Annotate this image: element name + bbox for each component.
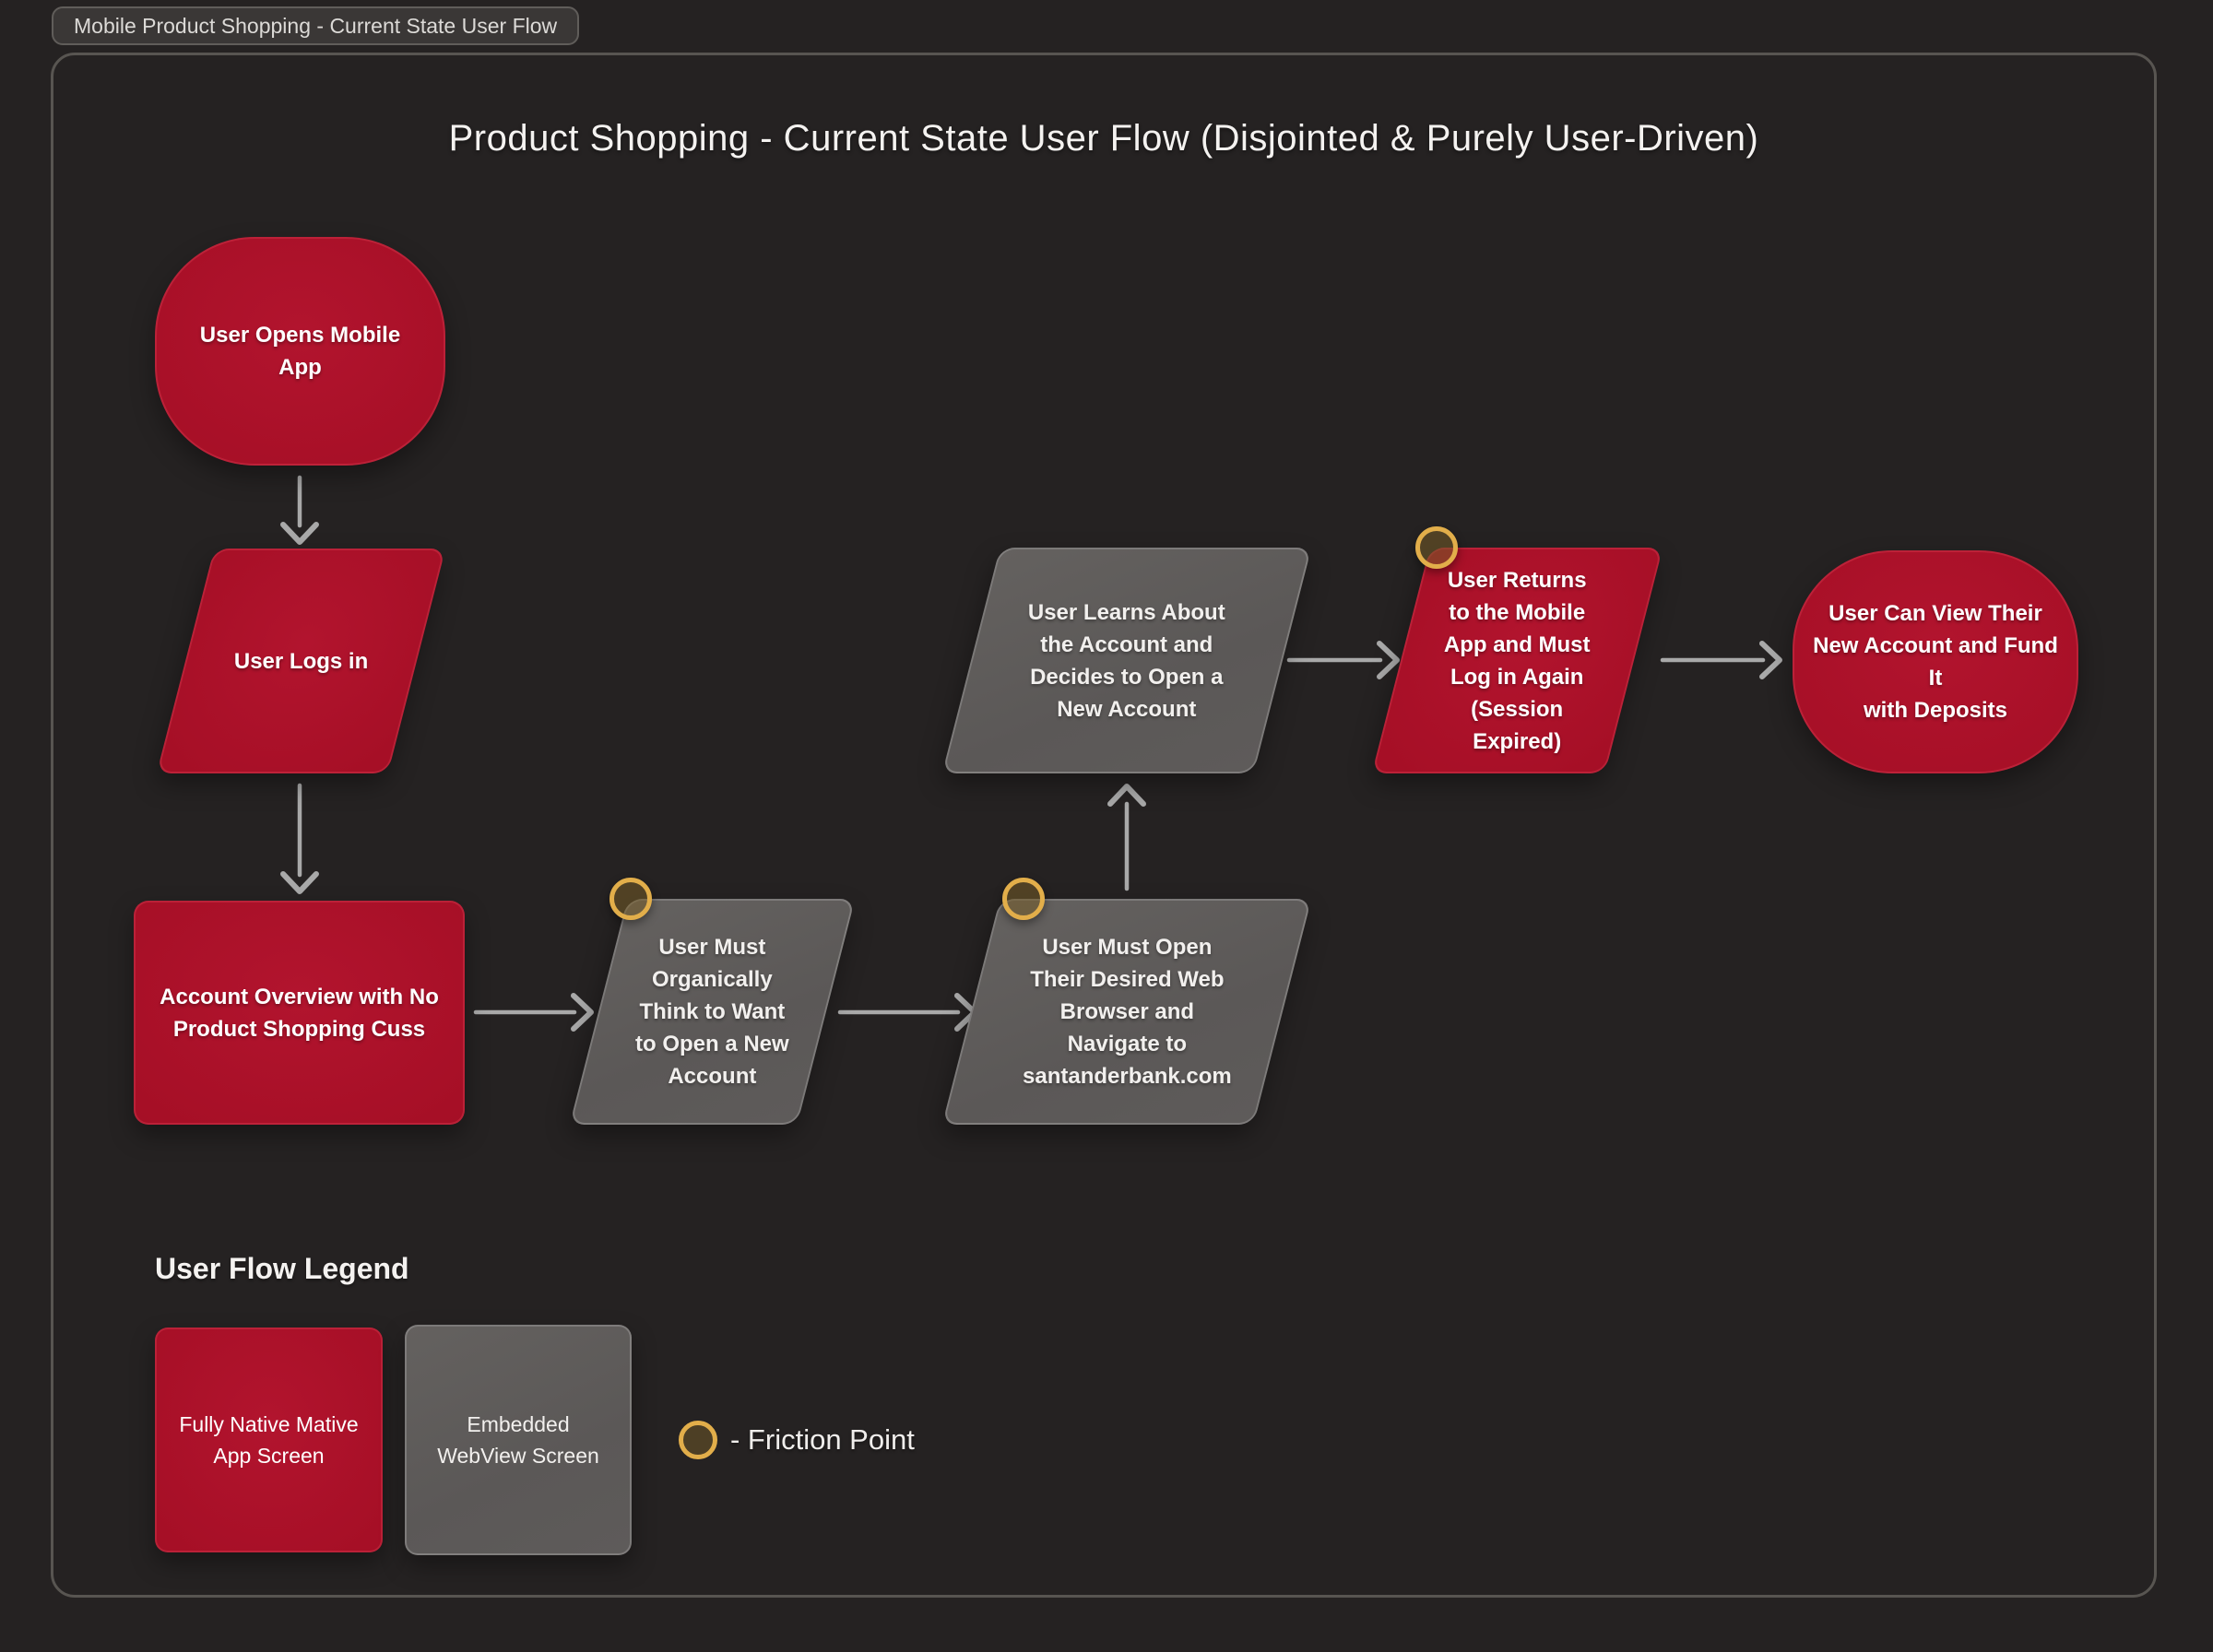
legend-webview-label: Embedded WebView Screen: [437, 1412, 599, 1468]
node-label: User Must Organically Think to Want to O…: [635, 935, 789, 1089]
flow-node-user-opens-mobile-app[interactable]: User Opens Mobile App: [155, 237, 445, 466]
friction-point-badge[interactable]: [1415, 526, 1458, 569]
diagram-canvas: [51, 53, 2157, 1598]
node-label: User Logs in: [233, 648, 369, 674]
node-label: User Opens Mobile App: [199, 323, 401, 380]
flow-node-account-overview[interactable]: Account Overview with No Product Shoppin…: [134, 901, 465, 1125]
legend-title: User Flow Legend: [155, 1252, 409, 1285]
legend-native-label: Fully Native Mative App Screen: [179, 1412, 359, 1468]
node-label: User Learns About the Account and Decide…: [1028, 599, 1225, 722]
node-label: User Can View Their New Account and Fund…: [1813, 601, 2058, 723]
node-label: User Must Open Their Desired Web Browser…: [1022, 935, 1232, 1089]
node-label: Account Overview with No Product Shoppin…: [160, 984, 439, 1042]
window-tab[interactable]: Mobile Product Shopping - Current State …: [52, 6, 580, 45]
flow-node-user-must-open-browser[interactable]: User Must Open Their Desired Web Browser…: [941, 899, 1312, 1125]
friction-point-icon[interactable]: [679, 1421, 717, 1459]
legend-webview-screen-swatch[interactable]: Embedded WebView Screen: [405, 1325, 632, 1555]
window-tab-label: Mobile Product Shopping - Current State …: [74, 14, 558, 38]
legend-friction-label: - Friction Point: [730, 1423, 915, 1456]
friction-point-badge[interactable]: [609, 878, 652, 920]
diagram-title: Product Shopping - Current State User Fl…: [448, 118, 1759, 159]
friction-point-badge[interactable]: [1002, 878, 1045, 920]
flow-node-user-can-view-account[interactable]: User Can View Their New Account and Fund…: [1793, 550, 2078, 773]
legend-native-screen-swatch[interactable]: Fully Native Mative App Screen: [155, 1328, 383, 1552]
flow-node-user-learns-about-account[interactable]: User Learns About the Account and Decide…: [941, 548, 1312, 773]
node-label: User Returns to the Mobile App and Must …: [1444, 567, 1591, 754]
